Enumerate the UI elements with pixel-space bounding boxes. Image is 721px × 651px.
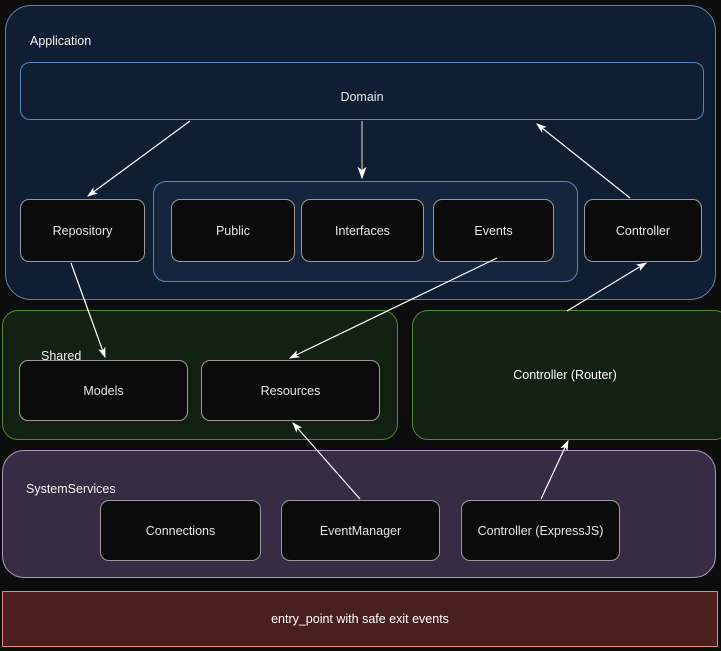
node-controller-expressjs-label: Controller (ExpressJS) — [477, 523, 604, 538]
entry-point-label: entry_point with safe exit events — [271, 612, 449, 626]
node-repository[interactable]: Repository — [20, 199, 145, 262]
entry-point-container[interactable] — [2, 591, 718, 647]
node-events-label: Events — [474, 223, 513, 238]
node-event-manager-label: EventManager — [319, 523, 402, 538]
node-connections-label: Connections — [145, 523, 216, 538]
router-label: Controller (Router) — [513, 368, 617, 382]
node-controller-expressjs[interactable]: Controller (ExpressJS) — [461, 500, 620, 561]
node-events[interactable]: Events — [433, 199, 554, 262]
node-public[interactable]: Public — [171, 199, 295, 262]
application-label: Application — [30, 34, 92, 48]
system-services-label: SystemServices — [26, 482, 116, 496]
node-domain[interactable]: Domain — [20, 62, 704, 120]
node-connections[interactable]: Connections — [100, 500, 261, 561]
node-domain-label: Domain — [340, 90, 384, 104]
node-models-label: Models — [83, 383, 124, 398]
node-models[interactable]: Models — [19, 360, 188, 421]
node-controller[interactable]: Controller — [584, 199, 702, 262]
node-interfaces[interactable]: Interfaces — [301, 199, 424, 262]
node-event-manager[interactable]: EventManager — [281, 500, 440, 561]
node-repository-label: Repository — [52, 223, 113, 238]
node-public-label: Public — [215, 223, 251, 238]
node-controller-label: Controller — [615, 223, 671, 238]
node-resources[interactable]: Resources — [201, 360, 380, 421]
node-resources-label: Resources — [260, 383, 321, 398]
node-interfaces-label: Interfaces — [335, 223, 390, 238]
